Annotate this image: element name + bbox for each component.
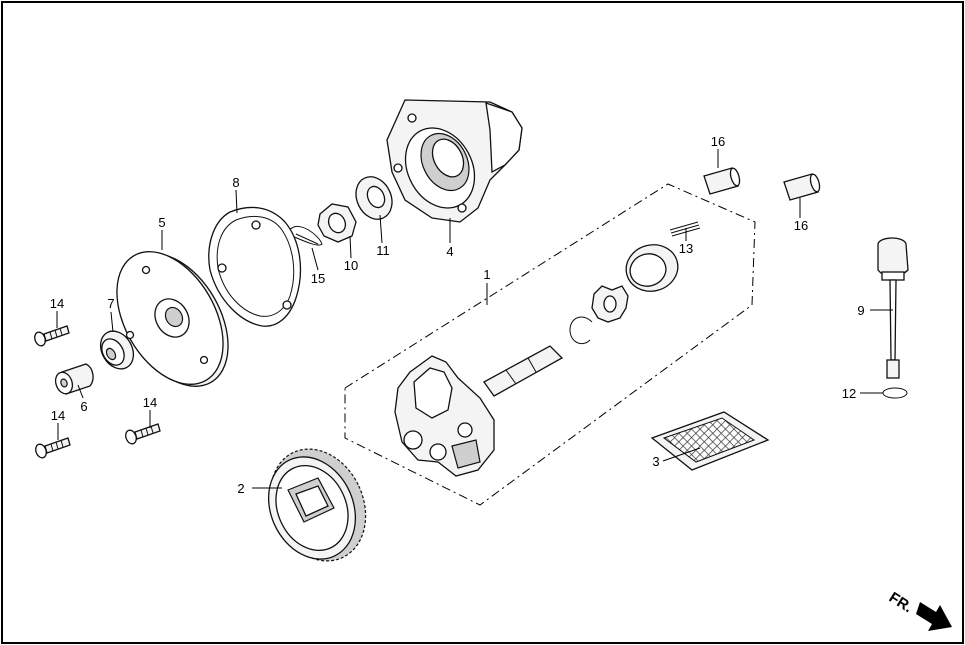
oil-strainer-screen-part [650, 411, 770, 471]
callout-12: 12 [842, 386, 856, 401]
oil-pump-body-part [394, 355, 495, 477]
front-direction-label: FR. [886, 589, 916, 616]
screw-part [125, 423, 161, 445]
oil-dipstick-part [877, 237, 909, 379]
callout-16-left: 16 [711, 134, 725, 149]
inner-rotor-part [591, 285, 629, 323]
callout-16-right: 16 [794, 218, 808, 233]
front-direction-indicator: FR. [886, 589, 952, 631]
nut-part [317, 203, 357, 243]
callout-4: 4 [446, 244, 453, 259]
pump-housing-part [386, 99, 523, 223]
gasket-part [208, 206, 302, 327]
callout-1: 1 [483, 267, 490, 282]
oil-pump-gear-part [267, 448, 367, 562]
leader-lines [56, 149, 893, 489]
callout-15: 15 [311, 271, 325, 286]
callout-10: 10 [344, 258, 358, 273]
washer-part [355, 176, 393, 220]
pump-assembly-group-outline [344, 183, 756, 506]
callout-14-bottom-right: 14 [143, 395, 157, 410]
screw-part [35, 437, 71, 459]
pin-part [54, 363, 94, 395]
callout-9: 9 [857, 303, 864, 318]
screw-part [34, 325, 70, 347]
snap-ring-part [569, 316, 593, 345]
front-direction-arrow-icon [916, 602, 952, 631]
callout-13: 13 [679, 241, 693, 256]
callout-8: 8 [232, 175, 239, 190]
spring-pin-part [669, 221, 701, 237]
dowel-pin-part [783, 173, 821, 201]
pump-shaft-part [483, 345, 564, 397]
callout-11: 11 [376, 243, 390, 258]
callout-2: 2 [237, 481, 244, 496]
callout-6: 6 [80, 399, 87, 414]
cover-plate-part [116, 251, 229, 387]
callout-3: 3 [652, 454, 659, 469]
o-ring-part [882, 387, 908, 399]
plug-part [99, 330, 135, 370]
callout-7: 7 [107, 296, 114, 311]
callout-5: 5 [158, 215, 165, 230]
dowel-pin-part [703, 167, 741, 195]
callout-14-top: 14 [50, 296, 64, 311]
outer-rotor-part [625, 244, 679, 292]
callout-14-bottom-left: 14 [51, 408, 65, 423]
